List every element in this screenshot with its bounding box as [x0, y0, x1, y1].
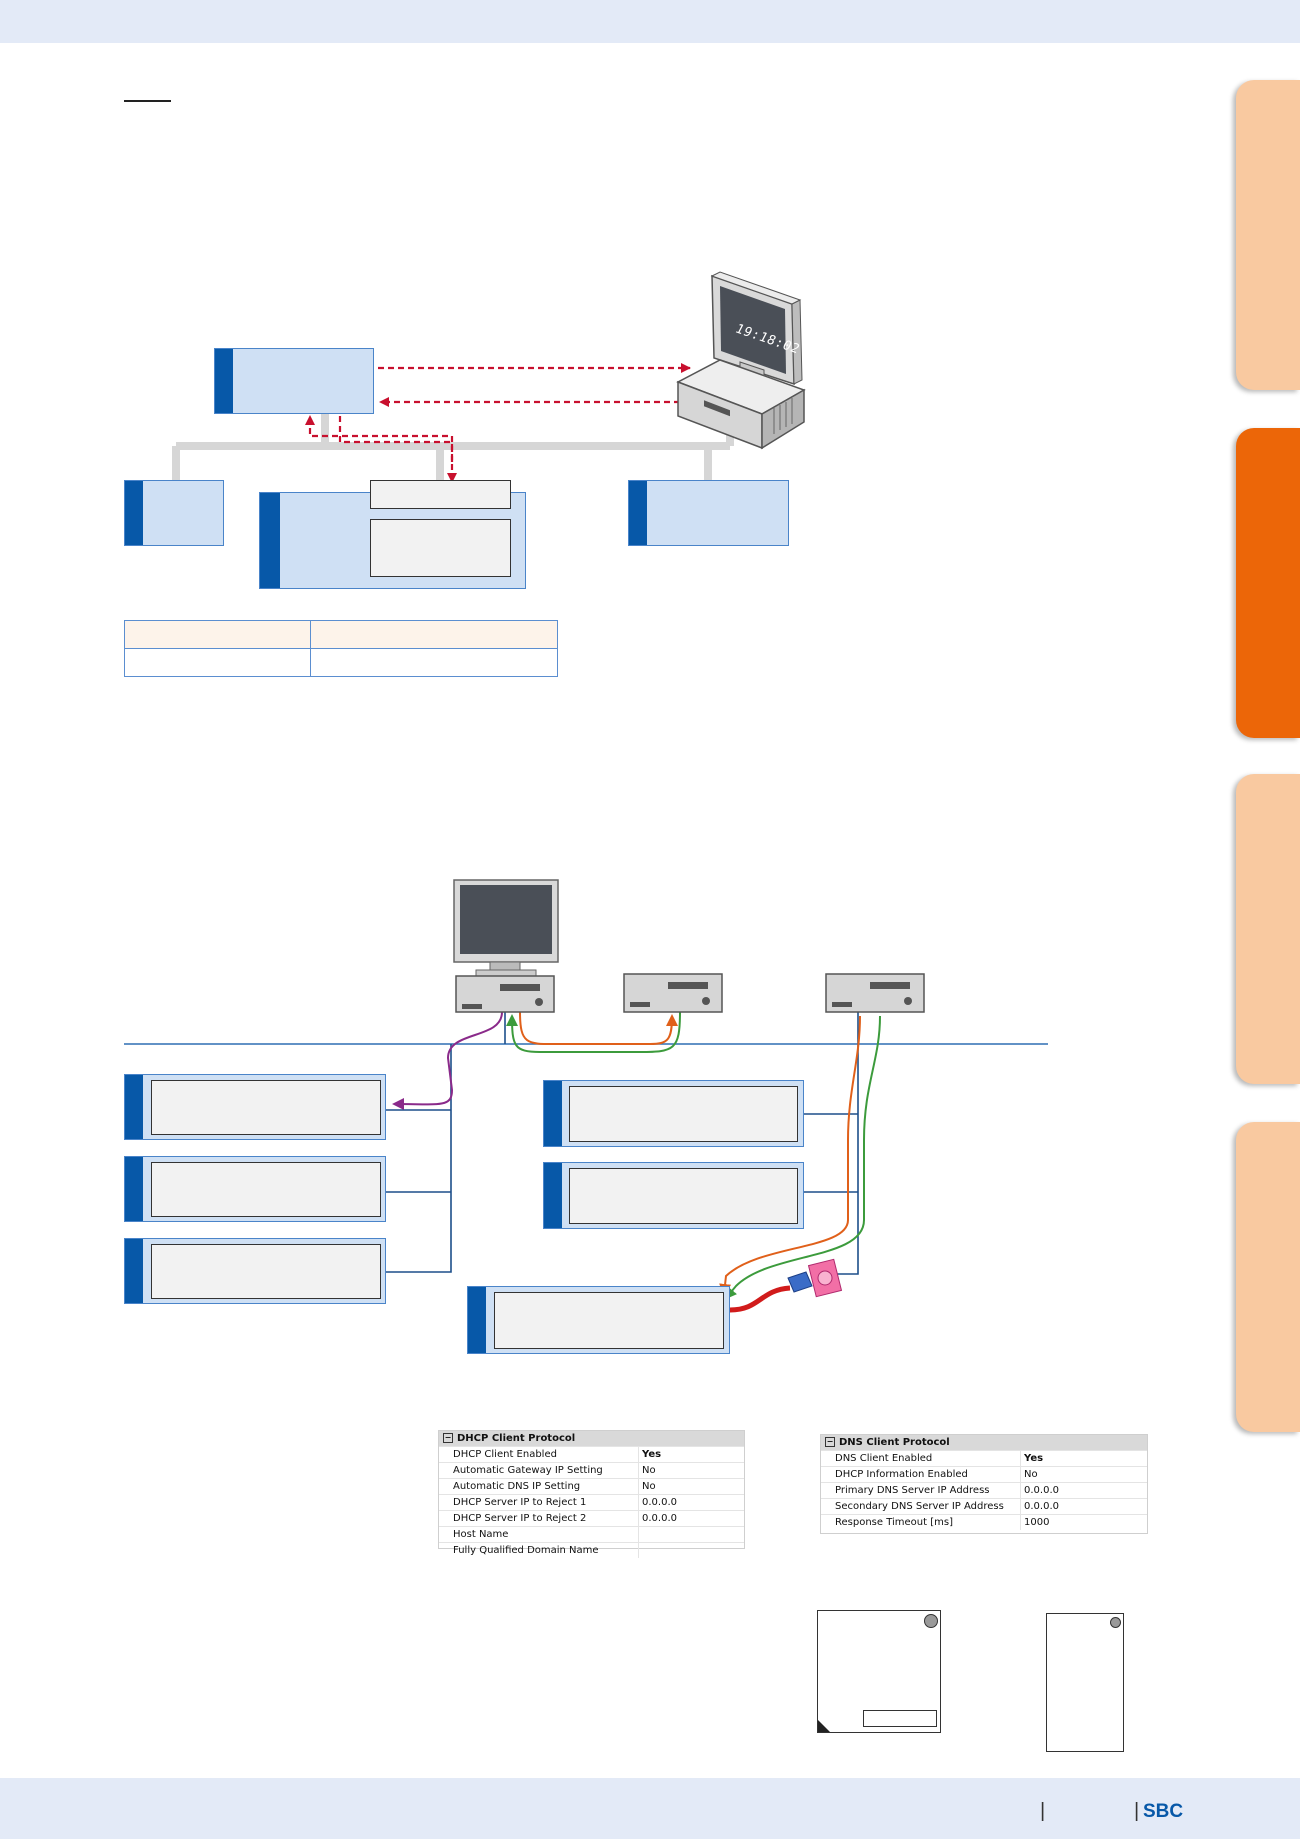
bus-right: [803, 1010, 859, 1275]
dhcp-client-protocol-table: −DHCP Client Protocol DHCP Client Enable…: [438, 1430, 745, 1558]
left-1-inner: [151, 1080, 381, 1135]
request-arrows: [305, 363, 691, 483]
chapter-tab-2-active[interactable]: [1236, 428, 1300, 738]
property-value[interactable]: 0.0.0.0: [642, 1513, 677, 1524]
pc-workstation-icon: [676, 271, 806, 450]
corner-mark-icon: [818, 1720, 830, 1732]
property-label: Host Name: [439, 1527, 639, 1542]
property-value[interactable]: [639, 1527, 744, 1542]
property-value[interactable]: Yes: [1024, 1453, 1044, 1464]
heading-underline: [124, 100, 171, 102]
collapse-icon[interactable]: −: [825, 1437, 835, 1447]
property-label: DHCP Client Enabled: [439, 1447, 639, 1462]
module-outline-square: [817, 1610, 941, 1733]
legend-cell: [124, 648, 311, 677]
dhcp-table-header[interactable]: −DHCP Client Protocol: [439, 1431, 744, 1446]
property-row[interactable]: Host Name: [439, 1526, 744, 1542]
property-label: Automatic Gateway IP Setting: [439, 1463, 639, 1478]
network-socket-icon: [807, 1258, 843, 1298]
property-row[interactable]: Response Timeout [ms]1000: [821, 1514, 1147, 1530]
chapter-tab-3[interactable]: [1236, 774, 1300, 1084]
legend-cell: [310, 620, 558, 649]
chapter-tab-4[interactable]: [1236, 1122, 1300, 1432]
bus-left: [386, 1012, 506, 1273]
property-row[interactable]: Fully Qualified Domain Name: [439, 1542, 744, 1558]
property-value[interactable]: 0.0.0.0: [1024, 1485, 1059, 1496]
property-label: Fully Qualified Domain Name: [439, 1543, 639, 1558]
property-value[interactable]: No: [1024, 1469, 1038, 1480]
pc-dns-server-icon: [825, 973, 925, 1013]
dns-table-header[interactable]: −DNS Client Protocol: [821, 1435, 1147, 1450]
property-label: DHCP Server IP to Reject 2: [439, 1511, 639, 1526]
left-3-inner: [151, 1244, 381, 1299]
property-value[interactable]: No: [642, 1481, 656, 1492]
status-led-icon: [924, 1614, 938, 1628]
property-value[interactable]: No: [642, 1465, 656, 1476]
right-2-inner: [569, 1168, 798, 1224]
footer-separator: |: [1040, 1800, 1046, 1822]
property-value[interactable]: 1000: [1024, 1517, 1050, 1528]
diagram-2-lines: [124, 1010, 1048, 1313]
property-label: DHCP Information Enabled: [821, 1467, 1021, 1482]
center-box-inner-panel: [370, 519, 511, 577]
device-box-top[interactable]: [214, 348, 374, 414]
property-value[interactable]: Yes: [642, 1449, 662, 1460]
pc-main-icon: [453, 879, 559, 1013]
property-value[interactable]: 0.0.0.0: [1024, 1501, 1059, 1512]
property-label: Automatic DNS IP Setting: [439, 1479, 639, 1494]
property-label: Response Timeout [ms]: [821, 1515, 1021, 1530]
property-value[interactable]: [639, 1543, 744, 1558]
center-box-header-panel: [370, 480, 511, 509]
property-label: DNS Client Enabled: [821, 1451, 1021, 1466]
module-label-slot: [863, 1710, 937, 1727]
top-band: [0, 0, 1300, 43]
bottom-band: [0, 1778, 1300, 1839]
right-1-inner: [569, 1086, 798, 1142]
status-led-icon: [1110, 1617, 1121, 1628]
device-box-left[interactable]: [124, 480, 224, 546]
legend-cell: [124, 620, 311, 649]
property-label: DHCP Server IP to Reject 1: [439, 1495, 639, 1510]
module-outline-narrow: [1046, 1613, 1124, 1752]
legend-table: [124, 620, 558, 677]
collapse-icon[interactable]: −: [443, 1433, 453, 1443]
footer-separator-2: |: [1134, 1800, 1140, 1822]
pc-server-icon: [623, 973, 723, 1013]
chapter-tab-1[interactable]: [1236, 80, 1300, 390]
device-box-right[interactable]: [628, 480, 789, 546]
diagram-1-lines: [172, 363, 734, 483]
property-label: Primary DNS Server IP Address: [821, 1483, 1021, 1498]
legend-cell: [310, 648, 558, 677]
left-2-inner: [151, 1162, 381, 1217]
property-value[interactable]: 0.0.0.0: [642, 1497, 677, 1508]
bottom-inner: [494, 1292, 724, 1349]
footer-brand[interactable]: SBC: [1143, 1801, 1184, 1822]
property-label: Secondary DNS Server IP Address: [821, 1499, 1021, 1514]
